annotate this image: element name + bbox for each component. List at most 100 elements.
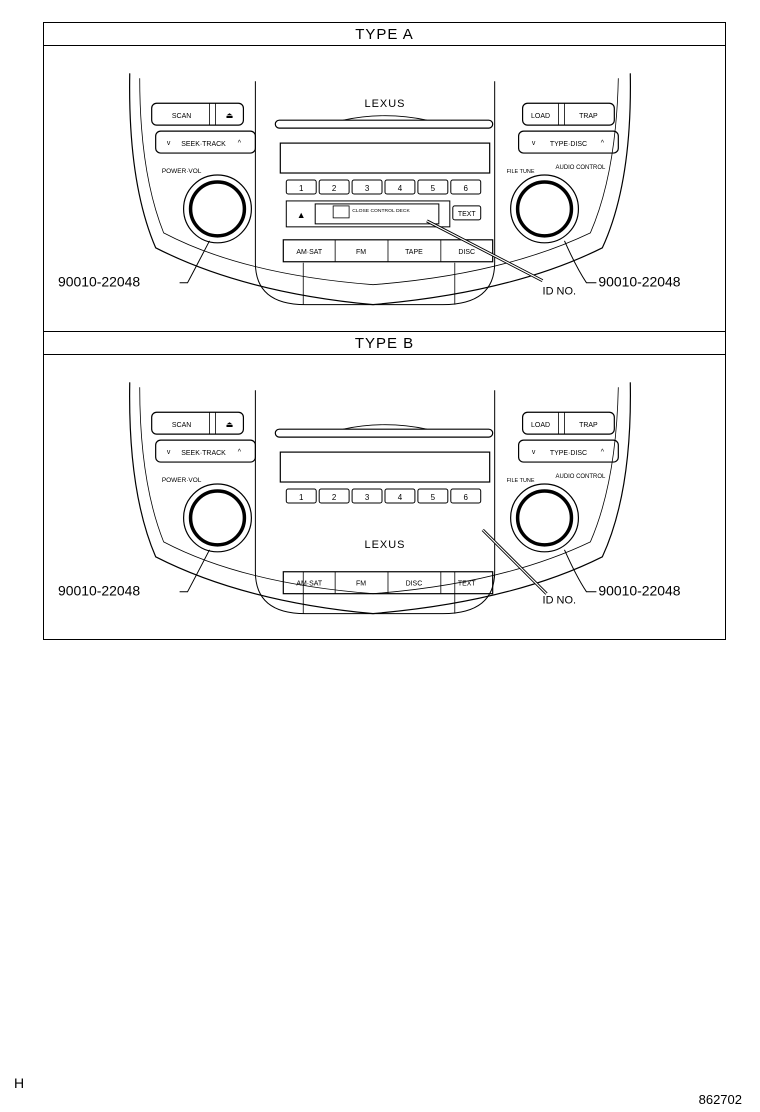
preset-button-2 xyxy=(318,488,350,504)
preset-label-3: 3 xyxy=(365,493,370,502)
audio-control-knob xyxy=(515,180,574,238)
id-number-label: ID NO. xyxy=(543,286,576,298)
preset-label-5: 5 xyxy=(431,184,436,193)
scan-button: SCAN xyxy=(172,113,191,120)
preset-label-2: 2 xyxy=(332,184,337,193)
bezel-inner-outline xyxy=(139,78,619,286)
diagram-number: 862702 xyxy=(698,1092,742,1107)
center-module-outline xyxy=(254,81,496,306)
file-tune-label: FILE TUNE xyxy=(507,169,535,175)
preset-label-6: 6 xyxy=(464,493,469,502)
preset-button-4 xyxy=(384,179,416,195)
trap-button: TRAP xyxy=(579,113,598,120)
preset-label-5: 5 xyxy=(431,493,436,502)
audio-control-knob xyxy=(515,489,574,547)
corner-mark: H xyxy=(14,1075,25,1091)
file-tune-label: FILE TUNE xyxy=(507,478,535,484)
type-disc-button xyxy=(518,439,619,463)
preset-label-2: 2 xyxy=(332,493,337,502)
type-b-header: TYPE B xyxy=(44,332,725,355)
left-leader-line xyxy=(179,240,210,284)
cassette-door xyxy=(314,203,440,225)
section-divider xyxy=(44,331,725,332)
source-buttons: AM·SAT FM TAPE DISC xyxy=(282,239,494,263)
disc-button: DISC xyxy=(458,249,475,256)
fm-button: FM xyxy=(356,249,366,256)
preset-button-1 xyxy=(285,179,317,195)
center-module-outline xyxy=(254,390,496,615)
type-disc-button xyxy=(518,130,619,154)
eject-icon: ⏏ xyxy=(226,111,234,120)
preset-button-3 xyxy=(351,488,383,504)
scan-button: SCAN xyxy=(172,422,191,429)
am-sat-button: AM·SAT xyxy=(296,249,323,256)
preset-button-6 xyxy=(450,179,482,195)
tape-button: TAPE xyxy=(405,249,423,256)
disc-slot xyxy=(274,428,494,438)
preset-button-1 xyxy=(285,488,317,504)
disc-slot xyxy=(274,119,494,129)
preset-label-4: 4 xyxy=(398,493,403,502)
preset-button-2 xyxy=(318,179,350,195)
audio-control-knob-outer xyxy=(510,174,580,244)
eject-button xyxy=(285,200,451,228)
preset-button-5 xyxy=(417,179,449,195)
disc-button: DISC xyxy=(406,581,423,588)
am-sat-button: AM·SAT xyxy=(296,581,323,588)
chevron-up-icon: ^ xyxy=(238,449,242,456)
preset-label-1: 1 xyxy=(299,493,304,502)
eject-button-label: ▲ xyxy=(297,210,306,220)
load-trap-group xyxy=(521,102,615,126)
type-b-section: TYPE B 1 2 3 4 5 6 LEXUS AM·SAT FM DISC TEXT xyxy=(44,332,725,641)
brand-logo: LEXUS xyxy=(365,98,406,110)
part-number-left: 90010-22048 xyxy=(58,583,140,599)
diagram-frame: TYPE A LEXUS 1 2 3 4 5 6 ▲ CLOSE CONTROL DECK xyxy=(43,22,726,640)
right-leader-line xyxy=(564,549,597,593)
power-vol-knob xyxy=(188,180,247,238)
part-number-left: 90010-22048 xyxy=(58,274,140,290)
bezel-outline xyxy=(129,382,631,615)
load-button: LOAD xyxy=(531,422,550,429)
chevron-up-icon: ^ xyxy=(238,140,242,147)
preset-button-4 xyxy=(384,488,416,504)
type-disc-label: TYPE·DISC xyxy=(550,141,587,148)
seek-track-button xyxy=(155,130,256,154)
preset-row: 1 2 3 4 5 6 xyxy=(285,488,482,504)
power-vol-knob-outer xyxy=(182,174,252,244)
preset-button-6 xyxy=(450,488,482,504)
fm-button: FM xyxy=(356,581,366,588)
text-button xyxy=(452,205,482,221)
load-button: LOAD xyxy=(531,113,550,120)
preset-label-6: 6 xyxy=(464,184,469,193)
chevron-down-icon: v xyxy=(532,449,536,456)
chevron-down-icon: v xyxy=(167,140,171,147)
left-leader-line xyxy=(179,549,210,593)
power-vol-label: POWER·VOL xyxy=(162,168,202,175)
scan-button-group xyxy=(151,102,245,126)
id-number-label: ID NO. xyxy=(543,595,576,607)
display-window xyxy=(279,142,491,174)
preset-label-3: 3 xyxy=(365,184,370,193)
cassette-label: CLOSE CONTROL DECK xyxy=(352,208,410,214)
text-button-label: TEXT xyxy=(458,211,477,218)
seek-track-button xyxy=(155,439,256,463)
audio-control-label: AUDIO CONTROL xyxy=(556,474,606,480)
type-a-header: TYPE A xyxy=(44,23,725,46)
seek-track-label: SEEK·TRACK xyxy=(181,141,226,148)
power-vol-label: POWER·VOL xyxy=(162,477,202,484)
trap-button: TRAP xyxy=(579,422,598,429)
chevron-up-icon: ^ xyxy=(601,140,605,147)
preset-button-3 xyxy=(351,179,383,195)
source-buttons: AM·SAT FM DISC TEXT xyxy=(282,571,494,595)
brand-logo: LEXUS xyxy=(365,539,406,551)
chevron-down-icon: v xyxy=(532,140,536,147)
right-leader-line xyxy=(564,240,597,284)
chevron-down-icon: v xyxy=(167,449,171,456)
seek-track-label: SEEK·TRACK xyxy=(181,450,226,457)
preset-button-5 xyxy=(417,488,449,504)
part-number-right: 90010-22048 xyxy=(598,274,680,290)
